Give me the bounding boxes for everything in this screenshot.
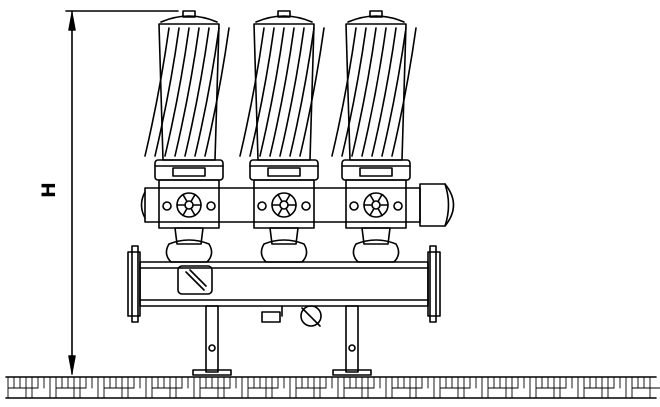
stands (192, 305, 372, 376)
lower-collector (127, 245, 441, 327)
filters-group (144, 10, 417, 263)
height-dimension-label: H (38, 182, 60, 198)
filter-unit-1 (144, 10, 230, 263)
height-dimension (65, 10, 179, 375)
ground-hatch (5, 376, 660, 399)
filter-unit-3 (331, 10, 417, 263)
upper-manifold (140, 183, 455, 227)
filter-unit-2 (239, 10, 325, 263)
